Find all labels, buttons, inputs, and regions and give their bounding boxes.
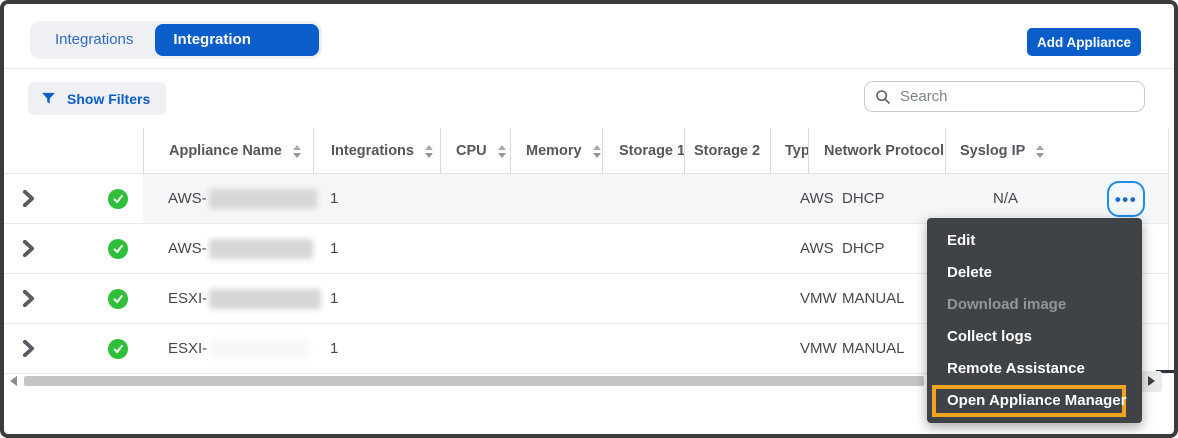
menu-item-open-appliance-manager[interactable]: Open Appliance Manager	[932, 385, 1126, 417]
column-header-storage-2[interactable]: Storage 2	[684, 128, 770, 174]
type-cell: VMW	[800, 290, 837, 307]
scrollbar-left-arrow-icon[interactable]	[10, 376, 17, 386]
network-protocol-cell: DHCP	[842, 240, 885, 257]
table-row[interactable]: AWS- 1 AWS DHCP N/A •••	[4, 174, 1168, 224]
search-icon	[876, 89, 890, 104]
divider	[4, 68, 1174, 69]
column-label: Appliance Name	[169, 143, 282, 159]
sort-icon[interactable]	[424, 144, 433, 158]
expand-chevron-icon[interactable]	[22, 339, 35, 362]
column-header-storage-1[interactable]: Storage 1	[602, 128, 684, 174]
type-cell: AWS	[800, 190, 834, 207]
row-actions-menu: Edit Delete Download image Collect logs …	[927, 218, 1142, 423]
redacted-name	[209, 289, 322, 310]
type-cell: AWS	[800, 240, 834, 257]
column-label: Storage 1	[619, 143, 684, 159]
status-ok-icon	[108, 289, 128, 309]
show-filters-label: Show Filters	[67, 90, 151, 107]
type-cell: VMW	[800, 340, 837, 357]
column-header-cpu[interactable]: CPU	[440, 128, 510, 174]
network-protocol-cell: DHCP	[842, 190, 885, 207]
column-label: Network Protocol	[824, 143, 945, 159]
network-protocol-cell: MANUAL	[842, 340, 905, 357]
appliance-name-prefix: AWS-	[168, 240, 207, 257]
appliance-name-cell: ESXI-	[168, 274, 322, 324]
appliance-name-cell: AWS-	[168, 174, 317, 224]
expand-chevron-icon[interactable]	[22, 289, 35, 312]
row-actions-button[interactable]: •••	[1107, 181, 1145, 217]
divider	[1168, 128, 1169, 374]
expand-chevron-icon[interactable]	[22, 189, 35, 212]
table-row[interactable]: ESXI- 1 VMW MANUAL	[4, 324, 1168, 374]
column-label: Memory	[526, 143, 582, 159]
network-protocol-cell: MANUAL	[842, 290, 905, 307]
column-header-appliance-name[interactable]: Appliance Name	[143, 128, 313, 174]
expand-chevron-icon[interactable]	[22, 239, 35, 262]
add-appliance-button[interactable]: Add Appliance	[1027, 28, 1141, 56]
status-ok-icon	[108, 239, 128, 259]
filter-funnel-icon	[42, 92, 55, 104]
column-label: Syslog IP	[960, 143, 1026, 159]
redacted-name	[209, 339, 310, 360]
column-header-syslog-ip[interactable]: Syslog IP	[946, 128, 1094, 174]
sort-icon[interactable]	[497, 144, 506, 158]
integrations-cell: 1	[330, 190, 339, 207]
appliance-name-prefix: ESXI-	[168, 290, 208, 307]
show-filters-button[interactable]: Show Filters	[28, 82, 167, 115]
status-ok-icon	[108, 189, 128, 209]
column-label: CPU	[456, 143, 487, 159]
sort-icon[interactable]	[1036, 144, 1045, 158]
horizontal-scrollbar-thumb[interactable]	[24, 376, 924, 386]
column-label: Storage 2	[694, 143, 761, 159]
column-header-integrations[interactable]: Integrations	[313, 128, 440, 174]
menu-item-download-image: Download image	[947, 296, 1067, 313]
column-header-type[interactable]: Type	[770, 128, 808, 174]
search-box	[864, 81, 1145, 112]
sort-icon[interactable]	[592, 144, 601, 158]
table-row[interactable]: AWS- 1 AWS DHCP	[4, 224, 1168, 274]
tab-integrations[interactable]: Integrations	[55, 31, 134, 48]
appliance-name-prefix: ESXI-	[168, 340, 208, 357]
table-row[interactable]: ESXI- 1 VMW MANUAL	[4, 274, 1168, 324]
menu-item-collect-logs[interactable]: Collect logs	[947, 328, 1033, 345]
syslog-ip-cell: N/A	[993, 190, 1019, 207]
table-header: Appliance Name Integrations CPU Memory S…	[4, 128, 1168, 174]
divider	[1156, 370, 1174, 373]
tab-integration-appliances[interactable]: Integration Appliances	[155, 24, 319, 80]
appliance-name-prefix: AWS-	[168, 190, 207, 207]
appliance-name-cell: AWS-	[168, 224, 313, 274]
column-header-memory[interactable]: Memory	[510, 128, 602, 174]
menu-item-edit[interactable]: Edit	[947, 232, 976, 249]
search-input[interactable]	[900, 88, 1134, 105]
scrollbar-right-arrow-icon[interactable]	[1148, 376, 1155, 386]
column-header-network-protocol[interactable]: Network Protocol	[808, 128, 946, 174]
menu-item-delete[interactable]: Delete	[947, 264, 993, 281]
column-label: Integrations	[331, 143, 414, 159]
integrations-cell: 1	[330, 290, 339, 307]
menu-item-remote-assistance[interactable]: Remote Assistance	[947, 360, 1085, 377]
integrations-cell: 1	[330, 240, 339, 257]
column-label: Type	[785, 143, 808, 159]
tab-group: Integrations Integration Appliances	[30, 21, 322, 80]
sort-icon[interactable]	[292, 144, 301, 158]
appliance-name-cell: ESXI-	[168, 324, 310, 374]
redacted-name	[208, 239, 313, 260]
status-ok-icon	[108, 339, 128, 359]
integrations-cell: 1	[330, 340, 339, 357]
redacted-name	[208, 189, 317, 210]
